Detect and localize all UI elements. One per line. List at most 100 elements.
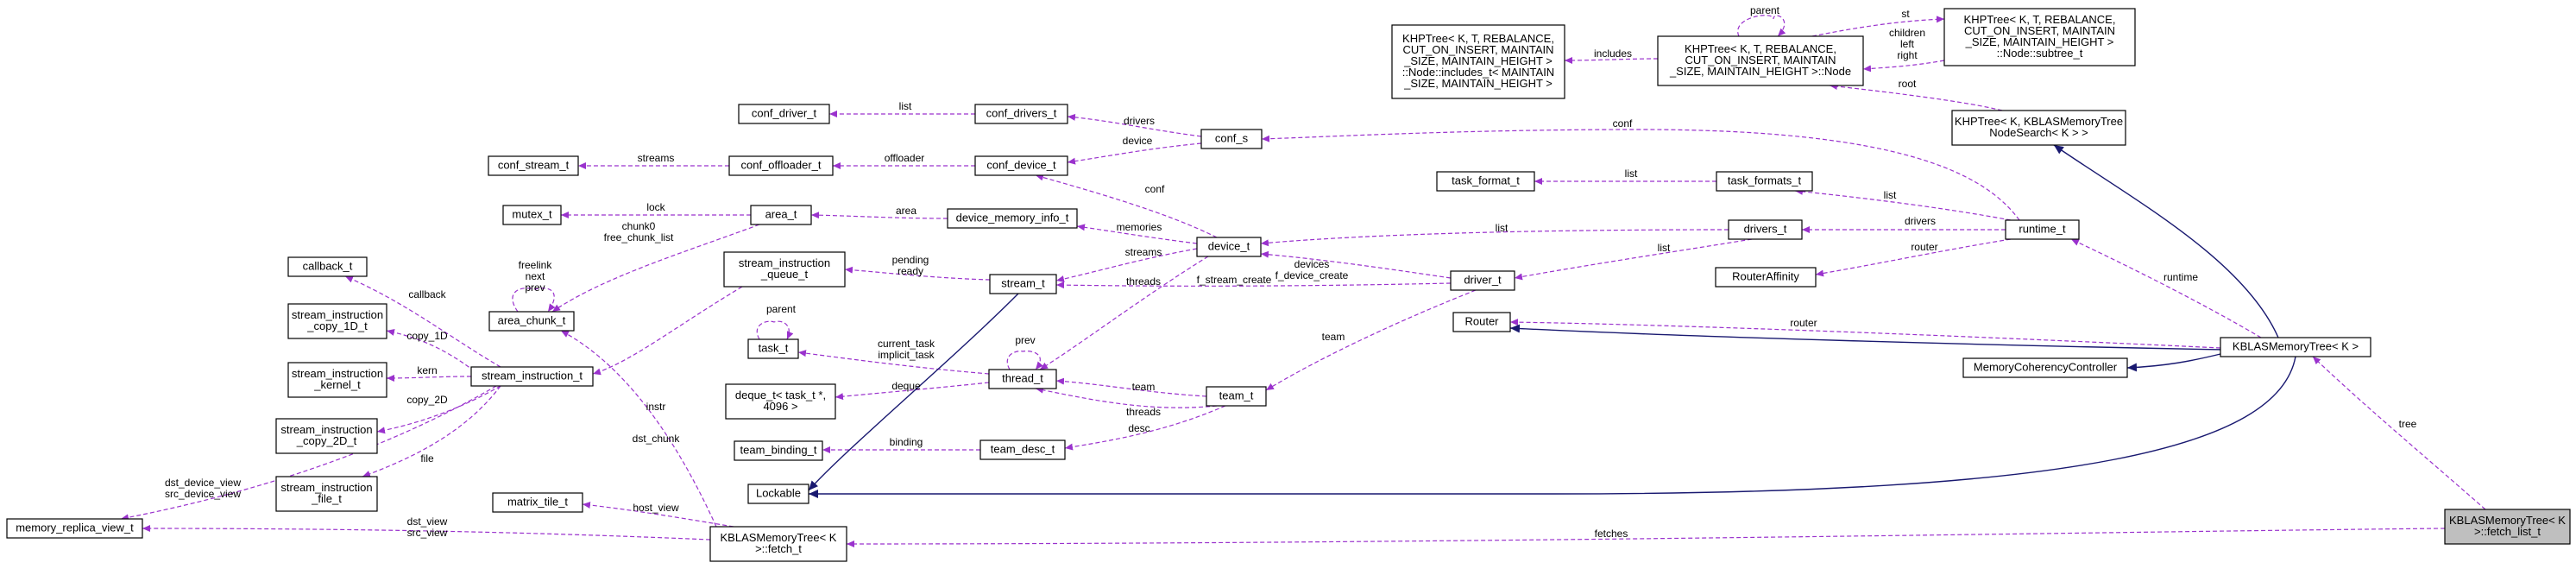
node-label: stream_instruction [292, 367, 383, 380]
node-runtime-t[interactable]: runtime_t [2005, 219, 2080, 240]
node-area-chunk-t[interactable]: area_chunk_t [488, 311, 575, 332]
edge-f-stream-create [1055, 281, 1452, 289]
node-label: _queue_t [760, 268, 809, 281]
node-kblas-memory-tree[interactable]: KBLASMemoryTree< K > [2220, 337, 2371, 357]
node-deque-t[interactable]: deque_t< task_t *,4096 > [725, 383, 836, 420]
node-box [709, 526, 847, 562]
node-task-t[interactable]: task_t [747, 338, 799, 359]
node-label: thread_t [1002, 372, 1043, 385]
edge-router-runtime [1815, 238, 2012, 277]
edge-label-runtime: runtime [2163, 271, 2198, 283]
edge-label-fetches: fetches [1595, 528, 1628, 540]
node-device-memory-info-t[interactable]: device_memory_info_t [947, 208, 1078, 229]
node-team-desc-t[interactable]: team_desc_t [979, 439, 1066, 460]
node-box [488, 155, 579, 176]
node-conf-offloader-t[interactable]: conf_offloader_t [728, 155, 834, 176]
node-device-t[interactable]: device_t [1196, 237, 1262, 257]
node-conf-s[interactable]: conf_s [1200, 129, 1263, 149]
node-label: _copy_2D_t [296, 434, 357, 447]
node-stream-instruction-copy-2d[interactable]: stream_instruction_copy_2D_t [275, 418, 378, 454]
node-mutex-t[interactable]: mutex_t [502, 205, 562, 225]
node-driver-t[interactable]: driver_t [1450, 270, 1515, 291]
node-memory-replica-view-t[interactable]: memory_replica_view_t [6, 518, 143, 539]
node-label: CUT_ON_INSERT, MAINTAIN [1685, 54, 1836, 66]
edge-device-conf [1067, 142, 1202, 165]
node-label: conf_offloader_t [741, 159, 822, 172]
edge-label-drivers-conf: drivers [1124, 115, 1155, 127]
node-drivers-t[interactable]: drivers_t [1728, 219, 1803, 240]
node-task-formats-t[interactable]: task_formats_t [1716, 171, 1813, 192]
node-stream-instruction-t[interactable]: stream_instruction_t [470, 366, 594, 387]
edge-memories [1076, 224, 1198, 244]
edge-label-conf-device: conf [1145, 183, 1165, 195]
node-label: _SIZE, MAINTAIN_HEIGHT > [1965, 35, 2114, 48]
node-label: _kernel_t [313, 378, 361, 391]
edge-freelink [512, 288, 556, 313]
edge-list-driver [1514, 238, 1753, 281]
node-stream-instruction-copy-1d[interactable]: stream_instruction_copy_1D_t [287, 303, 387, 339]
node-task-format-t[interactable]: task_format_t [1436, 171, 1535, 192]
edge-label-list-task-format: list [1625, 168, 1638, 180]
node-label: task_t [759, 342, 789, 355]
node-conf-device-t[interactable]: conf_device_t [974, 155, 1068, 176]
edge-label-memories: memories [1117, 221, 1162, 233]
node-label: ::Node::includes_t< MAINTAIN [1402, 66, 1554, 79]
node-stream-instruction-kernel[interactable]: stream_instruction_kernel_t [287, 362, 387, 398]
node-box [728, 155, 834, 176]
node-callback-t[interactable]: callback_t [287, 256, 368, 277]
node-stream-instruction-file[interactable]: stream_instruction_file_t [275, 476, 378, 512]
inheritance-edge-3 [809, 356, 2296, 498]
node-area-t[interactable]: area_t [750, 205, 812, 225]
node-router-affinity[interactable]: RouterAffinity [1715, 267, 1817, 288]
node-kblas-fetch-t[interactable]: KBLASMemoryTree< K>::fetch_t [709, 526, 847, 562]
node-box [1391, 24, 1565, 99]
edge-label-includes: includes [1594, 47, 1632, 60]
node-label: >::fetch_t [755, 542, 802, 555]
edge-st [1811, 16, 1945, 37]
node-box [1962, 357, 2128, 378]
node-stream-instruction-queue-t[interactable]: stream_instruction_queue_t [723, 251, 846, 288]
edge-label-drivers-runtime: drivers [1905, 215, 1936, 227]
edge-streams-device [1055, 248, 1198, 282]
node-label: stream_instruction_t [482, 370, 583, 382]
edge-label-parent-task: parent [766, 303, 797, 315]
edge-label-lock: lock [646, 201, 665, 213]
edge-children [1862, 60, 1945, 73]
node-khp-node[interactable]: KHPTree< K, T, REBALANCE,CUT_ON_INSERT, … [1657, 35, 1864, 86]
edge-label-list-runtime: list [1884, 189, 1897, 201]
node-label: memory_replica_view_t [16, 522, 134, 534]
edge-callback [344, 275, 501, 368]
edge-conf-device [1035, 174, 1218, 238]
node-conf-drivers-t[interactable]: conf_drivers_t [974, 104, 1068, 124]
inheritance-edge-2 [2126, 353, 2221, 372]
node-team-binding-t[interactable]: team_binding_t [734, 440, 823, 461]
edge-label-parent-node: parent [1750, 4, 1780, 16]
node-memory-coherency-controller[interactable]: MemoryCoherencyController [1962, 357, 2128, 378]
node-label: conf_drivers_t [986, 107, 1057, 120]
node-stream-t[interactable]: stream_t [989, 274, 1057, 294]
node-matrix-tile-t[interactable]: matrix_tile_t [492, 492, 583, 513]
node-box [1200, 129, 1263, 149]
node-conf-driver-t[interactable]: conf_driver_t [738, 104, 830, 124]
node-box [750, 205, 812, 225]
node-lockable[interactable]: Lockable [747, 484, 809, 504]
node-conf-stream-t[interactable]: conf_stream_t [488, 155, 579, 176]
node-khp-subtree[interactable]: KHPTree< K, T, REBALANCE,CUT_ON_INSERT, … [1943, 8, 2136, 66]
node-label: area_t [765, 208, 797, 221]
inheritance-edge-0 [2053, 144, 2279, 338]
edge-dst-device-view [120, 385, 497, 522]
node-box [725, 383, 836, 420]
node-khp-includes[interactable]: KHPTree< K, T, REBALANCE,CUT_ON_INSERT, … [1391, 24, 1565, 99]
node-label: CUT_ON_INSERT, MAINTAIN [1964, 24, 2115, 37]
node-kblas-fetch-list-t[interactable]: KBLASMemoryTree< K>::fetch_list_t [2444, 509, 2571, 545]
node-label: stream_instruction [292, 308, 383, 321]
node-router[interactable]: Router [1452, 312, 1511, 332]
edge-dst-view [142, 525, 711, 541]
node-team-t[interactable]: team_t [1206, 386, 1267, 407]
node-thread-t[interactable]: thread_t [988, 369, 1057, 389]
node-box [275, 418, 378, 454]
